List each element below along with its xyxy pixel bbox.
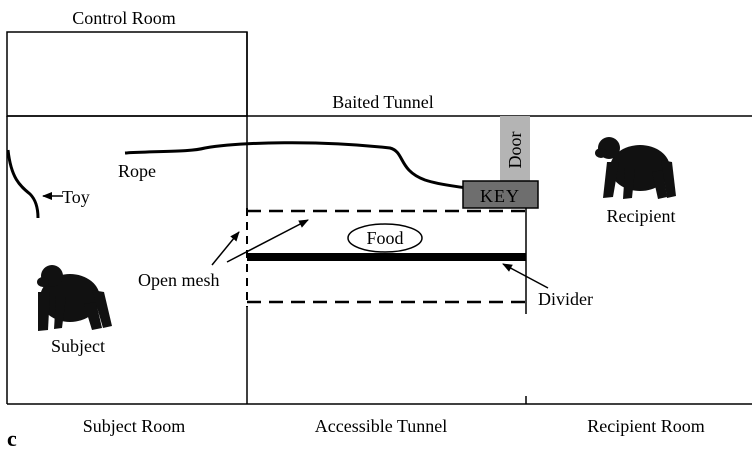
open-mesh-arrow-left (212, 232, 239, 265)
baited-tunnel-label: Baited Tunnel (332, 92, 434, 112)
recipient-room-label: Recipient Room (587, 416, 704, 436)
door-label: Door (505, 132, 525, 169)
recipient-chimp-silhouette (595, 137, 676, 199)
panel-label: c (7, 426, 17, 450)
accessible-tunnel-label: Accessible Tunnel (315, 416, 448, 436)
subject-chimp-silhouette (37, 265, 112, 331)
control-room-box (7, 32, 247, 116)
food-label: Food (366, 228, 403, 248)
key-label: KEY (480, 186, 520, 206)
subject-room-label: Subject Room (83, 416, 186, 436)
toy (8, 150, 38, 218)
open-mesh-label: Open mesh (138, 270, 219, 290)
control-room-label: Control Room (72, 8, 176, 28)
toy-label: Toy (62, 187, 90, 207)
subject-label: Subject (51, 336, 105, 356)
recipient-label: Recipient (607, 206, 676, 226)
divider-label: Divider (538, 289, 593, 309)
rope (125, 143, 466, 188)
rope-label: Rope (118, 161, 156, 181)
